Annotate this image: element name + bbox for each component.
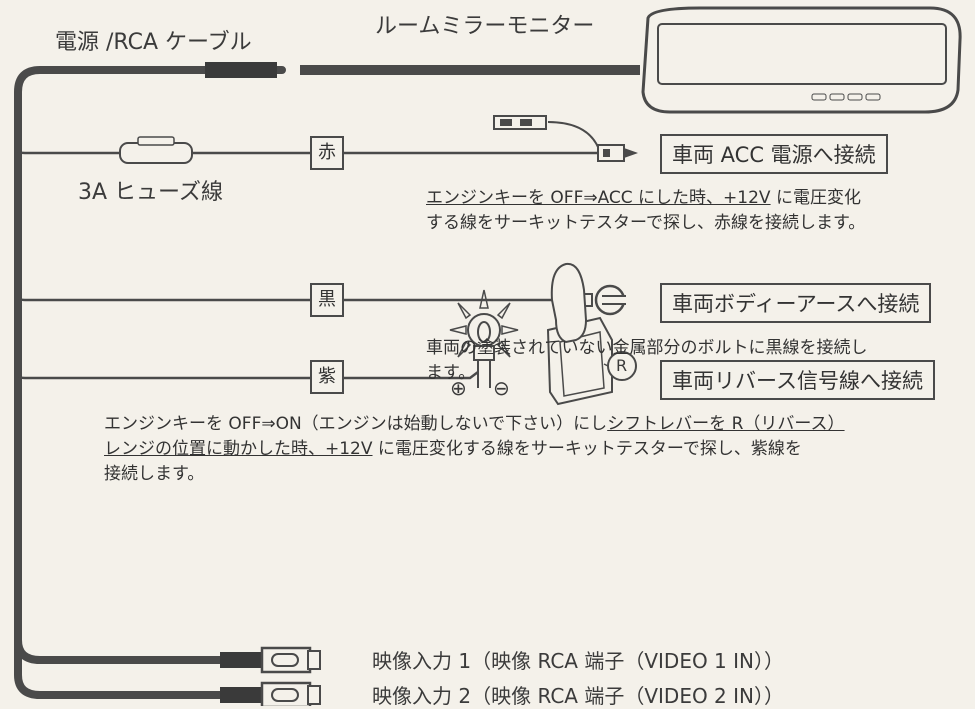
main-cable [14,66,286,699]
ground-note: 車両の塗装されていない金属部分のボルトに黒線を接続し ます。 [426,336,868,386]
red-wire [16,149,598,155]
video-input-2-label: 映像入力 2（映像 RCA 端子（VIDEO 2 IN）） [372,684,785,708]
mirror-monitor-label: ルームミラーモニター [375,14,595,39]
rca-plug-icon [220,681,321,706]
acc-connection-box: 車両 ACC 電源へ接続 [660,134,888,174]
ground-connection-box: 車両ボディーアースへ接続 [660,283,932,323]
rev-note-line2-rest: に電圧変化する線をサーキットテスターで探し、紫線を [372,439,802,459]
rev-note-line1-a: エンジンキーを OFF⇒ON（エンジンは始動しないで下さい）にし [104,414,608,434]
reverse-lamp-icon [449,289,519,388]
fuse-holder-icon [119,136,193,164]
acc-note-line1-underlined: エンジンキーを OFF⇒ACC にした時、+12V [426,188,771,208]
rca-plug-icon [220,646,321,674]
cable-sleeve [205,62,277,78]
main-cable-lower-branch [14,639,220,664]
rev-note-line3: 接続します。 [104,464,205,484]
black-wire-tag: 黒 [310,283,344,317]
acc-note: エンジンキーを OFF⇒ACC にした時、+12V に電圧変化 する線をサーキッ… [426,186,865,236]
reverse-connection-box: 車両リバース信号線へ接続 [660,360,935,400]
purple-wire [16,371,479,380]
ring-terminal-icon [581,284,628,316]
ground-note-line2: ます。 [426,363,476,383]
rev-note-line2-underlined: レンジの位置に動かした時、+12V [104,439,373,459]
cable-label: 電源 /RCA ケーブル [55,30,252,55]
ground-note-line1: 車両の塗装されていない金属部分のボルトに黒線を接続し [426,338,868,358]
black-wire [16,295,582,302]
connector-plug-icon [493,115,638,162]
plus-symbol: ⊕ [450,376,467,400]
acc-note-line2: する線をサーキットテスターで探し、赤線を接続します。 [426,213,866,233]
rev-note-line1-b: シフトレバーを R（リバース） [607,414,845,434]
mirror-monitor-icon [641,6,962,114]
red-wire-tag: 赤 [310,136,344,170]
acc-note-line1-rest: に電圧変化 [770,188,861,208]
reverse-r-symbol: R [616,356,628,375]
minus-symbol: ⊖ [493,376,510,400]
reverse-note: エンジンキーを OFF⇒ON（エンジンは始動しないで下さい）にしシフトレバーを … [104,412,845,487]
video-input-1-label: 映像入力 1（映像 RCA 端子（VIDEO 1 IN）） [372,649,785,673]
acc-tap-wire [547,121,601,153]
fuse-label: 3A ヒューズ線 [78,180,223,205]
purple-wire-tag: 紫 [310,360,344,394]
shift-lever-icon [546,262,637,406]
